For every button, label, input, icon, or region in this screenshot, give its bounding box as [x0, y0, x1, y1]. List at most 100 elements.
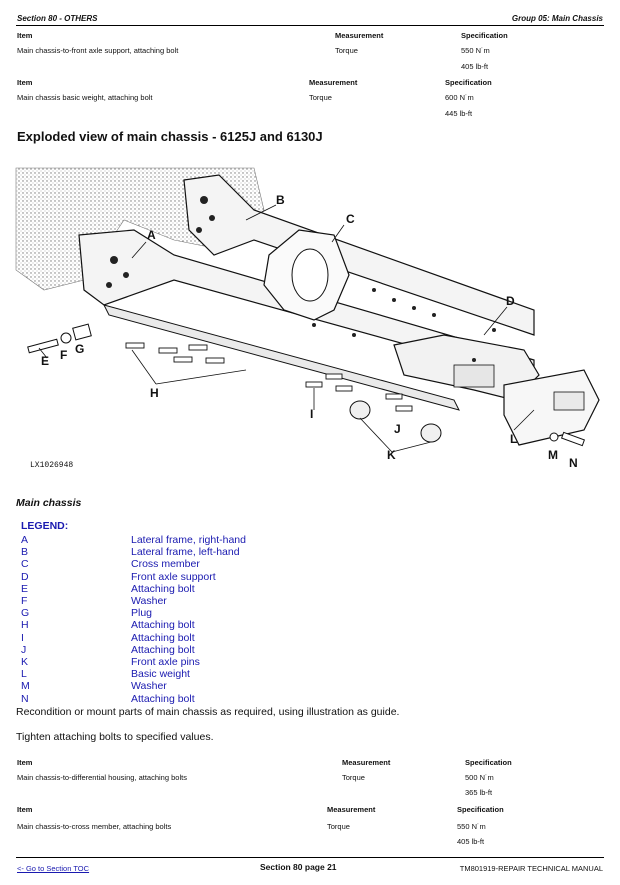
legend-item: E Attaching bolt: [21, 583, 246, 595]
col-item-header: Item: [17, 805, 33, 814]
row-spec-imperial: 365 lb-ft: [465, 788, 493, 797]
legend-label: Front axle support: [131, 570, 216, 583]
legend-item: H Attaching bolt: [21, 619, 246, 631]
callout-d: D: [506, 294, 515, 308]
callout-h: H: [150, 386, 159, 400]
legend-item: C Cross member: [21, 558, 246, 570]
row-measurement: Torque: [327, 822, 350, 831]
legend-label: Front axle pins: [131, 656, 200, 669]
legend-item: L Basic weight: [21, 668, 246, 680]
row-spec-imperial: 405 lb-ft: [461, 62, 489, 71]
col-item-header: Item: [17, 31, 33, 40]
col-measurement-header: Measurement: [309, 78, 358, 87]
legend-key: H: [21, 619, 29, 632]
col-specification-header: Specification: [445, 78, 492, 87]
row-measurement: Torque: [309, 93, 332, 102]
section-toc-link[interactable]: <- Go to Section TOC: [17, 864, 90, 873]
page-title: Exploded view of main chassis - 6125J an…: [17, 129, 323, 144]
callout-a: A: [147, 228, 156, 242]
callout-b: B: [276, 193, 285, 207]
legend-item: J Attaching bolt: [21, 644, 246, 656]
callout-c: C: [346, 212, 355, 226]
legend-label: Lateral frame, left-hand: [131, 546, 240, 559]
callout-k: K: [387, 448, 396, 462]
row-item: Main chassis-to-cross member, attaching …: [17, 822, 172, 831]
col-specification-header: Specification: [461, 31, 508, 40]
row-spec-metric: 600 N˙m: [445, 93, 474, 102]
page-number: Section 80 page 21: [260, 862, 337, 872]
col-specification-header: Specification: [457, 805, 504, 814]
legend-item: M Washer: [21, 680, 246, 692]
legend-key: I: [21, 631, 24, 644]
legend-key: G: [21, 607, 30, 620]
legend-label: Cross member: [131, 558, 200, 571]
spec-table-basic-weight: Item Measurement Specification Main chas…: [17, 78, 605, 122]
callout-l: L: [510, 432, 518, 446]
callout-f: F: [60, 348, 68, 362]
legend-item: A Lateral frame, right-hand: [21, 534, 246, 546]
row-measurement: Torque: [335, 46, 358, 55]
col-measurement-header: Measurement: [327, 805, 376, 814]
legend-item: D Front axle support: [21, 571, 246, 583]
legend-label: Washer: [131, 595, 167, 608]
legend-item: F Washer: [21, 595, 246, 607]
legend-item: K Front axle pins: [21, 656, 246, 668]
footer-rule: [16, 857, 604, 858]
col-measurement-header: Measurement: [342, 758, 391, 767]
legend-key: K: [21, 656, 29, 669]
legend-item: B Lateral frame, left-hand: [21, 546, 246, 558]
legend-label: Attaching bolt: [131, 582, 195, 595]
manual-title: TM801919-REPAIR TECHNICAL MANUAL: [459, 864, 603, 873]
col-item-header: Item: [17, 78, 33, 87]
legend-label: Lateral frame, right-hand: [131, 534, 246, 546]
legend-label: Washer: [131, 680, 167, 693]
row-item: Main chassis-to-differential housing, at…: [17, 773, 187, 782]
callout-j: J: [394, 422, 401, 436]
legend: A Lateral frame, right-hand B Lateral fram…: [21, 534, 246, 705]
callout-n: N: [569, 456, 578, 470]
legend-key: C: [21, 558, 29, 571]
legend-label: Attaching bolt: [131, 619, 195, 632]
callout-i: I: [310, 407, 314, 421]
legend-key: B: [21, 546, 29, 559]
legend-label: Attaching bolt: [131, 631, 195, 644]
header-rule: [16, 25, 604, 26]
chassis-illustration: [15, 167, 600, 453]
callout-m: M: [548, 448, 558, 462]
row-spec-metric: 550 N˙m: [457, 822, 486, 831]
row-item: Main chassis-to-front axle support, atta…: [17, 46, 179, 55]
legend-key: M: [21, 680, 30, 693]
row-spec-imperial: 445 lb-ft: [445, 109, 473, 118]
legend-title: LEGEND:: [21, 520, 69, 532]
row-spec-metric: 500 N˙m: [465, 773, 494, 782]
legend-label: Plug: [131, 607, 153, 620]
col-measurement-header: Measurement: [335, 31, 384, 40]
legend-label: Attaching bolt: [131, 643, 195, 656]
col-specification-header: Specification: [465, 758, 512, 767]
legend-item: I Attaching bolt: [21, 632, 246, 644]
legend-key: E: [21, 582, 29, 595]
spec-table-differential-housing: Item Measurement Specification Main chas…: [17, 758, 605, 802]
exploded-view-figure: A B C D E F G H I J K L M N LX1026948: [14, 160, 606, 480]
row-measurement: Torque: [342, 773, 365, 782]
callout-g: G: [75, 342, 85, 356]
section-title: Section 80 - OTHERS: [17, 14, 98, 23]
spec-table-front-axle-support: Item Measurement Specification Main chas…: [17, 31, 605, 75]
legend-key: D: [21, 570, 29, 583]
legend-key: F: [21, 595, 28, 608]
legend-item: G Plug: [21, 607, 246, 619]
callout-e: E: [41, 354, 50, 368]
row-spec-metric: 550 N˙m: [461, 46, 490, 55]
spec-table-cross-member: Item Measurement Specification Main chas…: [17, 805, 605, 849]
instruction-tighten: Tighten attaching bolts to specified val…: [16, 731, 214, 743]
row-item: Main chassis basic weight, attaching bol…: [17, 93, 153, 102]
legend-key: N: [21, 692, 29, 705]
legend-key: L: [21, 668, 27, 681]
row-spec-imperial: 405 lb-ft: [457, 837, 485, 846]
legend-label: Basic weight: [131, 668, 190, 681]
legend-key: A: [21, 534, 29, 546]
legend-key: J: [21, 643, 27, 656]
col-item-header: Item: [17, 758, 33, 767]
figure-id: LX1026948: [30, 461, 74, 470]
